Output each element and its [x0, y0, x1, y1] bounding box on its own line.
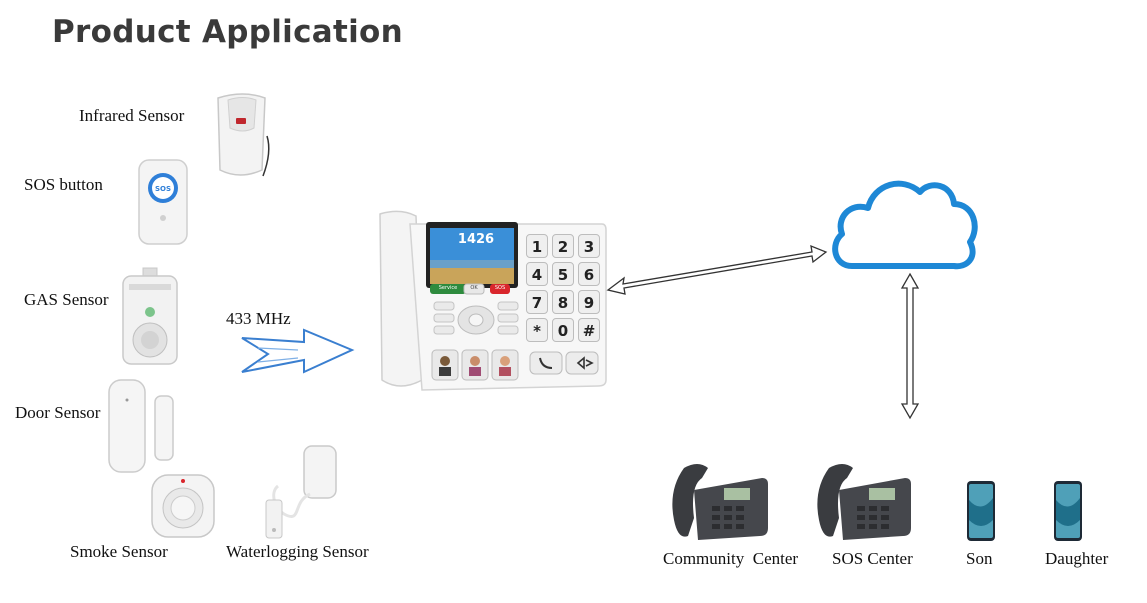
key-0[interactable]: 0: [552, 318, 574, 342]
sos-center-phone: [817, 464, 911, 540]
community-center-label: Community Center: [663, 549, 799, 568]
waterlogging-sensor-label: Waterlogging Sensor: [226, 542, 369, 561]
smoke-sensor-device: [151, 474, 215, 538]
cloud-icon: [832, 180, 978, 270]
sos-button-device: SOS: [138, 159, 188, 245]
infrared-sensor-label: Infrared Sensor: [79, 106, 185, 125]
phone-ok-key[interactable]: OK: [470, 285, 478, 291]
sos-button-label: SOS button: [24, 175, 103, 194]
key-2[interactable]: 2: [552, 234, 574, 258]
son-label: Son: [966, 549, 993, 568]
key-7[interactable]: 7: [526, 290, 548, 314]
key-hash[interactable]: #: [578, 318, 600, 342]
door-sensor-device: [108, 379, 174, 473]
svg-text:SOS: SOS: [155, 185, 171, 193]
key-3[interactable]: 3: [578, 234, 600, 258]
phone-sos-key[interactable]: SOS: [494, 285, 506, 291]
sos-center-label: SOS Center: [832, 549, 913, 568]
phone-keypad: 1 2 3 4 5 6 7 8 9 * 0 #: [526, 234, 602, 346]
community-center-phone: [672, 464, 768, 540]
gas-sensor-device: [122, 267, 178, 365]
infrared-sensor-device: [217, 93, 270, 177]
radio-signal-arrow: [241, 328, 355, 374]
smoke-sensor-label: Smoke Sensor: [70, 542, 168, 561]
phone-cloud-arrow: [606, 244, 828, 295]
frequency-label: 433 MHz: [226, 309, 291, 328]
key-9[interactable]: 9: [578, 290, 600, 314]
waterlogging-sensor-device: [265, 445, 337, 539]
daughter-smartphone: [1054, 481, 1082, 541]
key-star[interactable]: *: [526, 318, 548, 342]
son-smartphone: [967, 481, 995, 541]
key-4[interactable]: 4: [526, 262, 548, 286]
page-title: Product Application: [52, 14, 403, 50]
cloud-receivers-arrow: [900, 272, 920, 420]
key-8[interactable]: 8: [552, 290, 574, 314]
key-5[interactable]: 5: [552, 262, 574, 286]
gas-sensor-label: GAS Sensor: [24, 290, 109, 309]
key-6[interactable]: 6: [578, 262, 600, 286]
door-sensor-label: Door Sensor: [15, 403, 101, 422]
desk-phone: 1426 Service OK SOS 1 2 3 4 5 6 7 8 9 * …: [370, 210, 607, 394]
phone-screen-time: 1426: [457, 232, 495, 247]
key-1[interactable]: 1: [526, 234, 548, 258]
daughter-label: Daughter: [1045, 549, 1109, 568]
phone-service-key[interactable]: Service: [438, 285, 458, 291]
